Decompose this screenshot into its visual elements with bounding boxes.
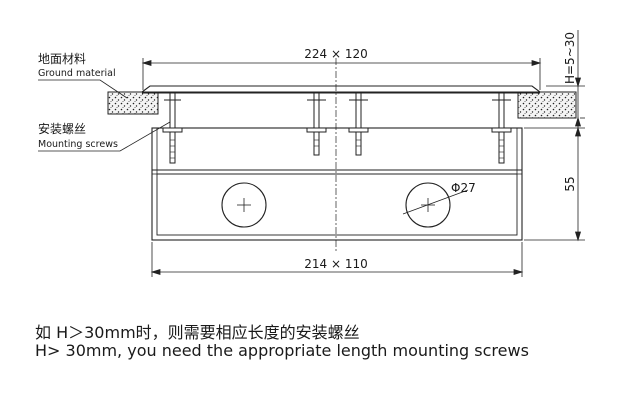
height-dimension-lines: [524, 30, 585, 242]
mounting-screw-3: [348, 92, 369, 156]
note-chinese: 如 H＞30mm时，则需要相应长度的安装螺丝: [35, 323, 360, 342]
top-flange-plate: [140, 85, 542, 93]
bottom-width-label: 214 × 110: [304, 257, 368, 271]
body-height-label: 55: [563, 176, 577, 191]
mounting-screws-label-en: Mounting screws: [38, 139, 118, 150]
leader-lines: [38, 79, 171, 152]
mounting-screws-label-cn: 安装螺丝: [38, 121, 86, 136]
top-width-dimension: [141, 58, 542, 90]
hole-diameter-label: Φ27: [451, 181, 476, 195]
note-english: H> 30mm, you need the appropriate length…: [35, 341, 529, 360]
screw-thread-marks: [170, 139, 504, 159]
top-width-label: 224 × 120: [304, 47, 368, 61]
hole-right: [402, 182, 469, 228]
mounting-screw-2: [306, 92, 327, 156]
housing-box-outer: [151, 127, 523, 241]
ground-material-left: [107, 91, 159, 115]
mounting-screw-4: [491, 92, 512, 164]
ground-material-label-cn: 地面材料: [38, 52, 86, 66]
bottom-width-dimension: [150, 242, 524, 277]
ground-material-right: [517, 91, 577, 119]
height-range-label: H=5~30: [563, 32, 577, 84]
mounting-screw-1: [162, 92, 183, 164]
ground-material-label-en: Ground material: [38, 68, 116, 79]
hole-left: [221, 182, 267, 228]
